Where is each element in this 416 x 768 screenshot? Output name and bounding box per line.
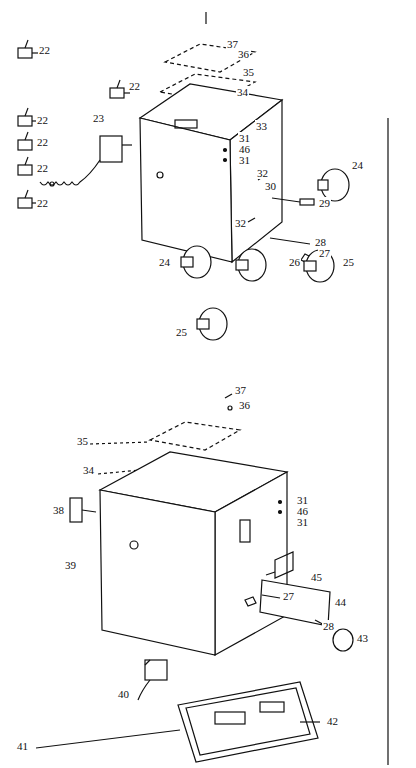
callout-number: 34 (236, 86, 249, 98)
callout-number: 25 (342, 256, 355, 268)
callout-number: 27 (282, 590, 295, 602)
callout-number: 31 (238, 154, 251, 166)
lower-housing (100, 452, 287, 655)
callout-number: 31 (296, 516, 309, 528)
tick-mark (205, 12, 206, 24)
front-parts (245, 552, 330, 628)
callout-number: 22 (36, 136, 49, 148)
callout-number: 22 (36, 162, 49, 174)
name-plate (36, 682, 320, 762)
callout-number: 34 (82, 464, 95, 476)
callout-number: 25 (175, 326, 188, 338)
callout-number: 22 (36, 114, 49, 126)
callout-number: 43 (356, 632, 369, 644)
callout-number: 30 (264, 180, 277, 192)
callout-number: 42 (326, 715, 339, 727)
callout-number: 22 (36, 197, 49, 209)
switch-part (70, 498, 96, 522)
callout-number: 41 (16, 740, 29, 752)
callout-number: 32 (234, 217, 247, 229)
callout-number: 38 (52, 504, 65, 516)
toggle-switches (18, 40, 130, 208)
callout-number: 39 (64, 559, 77, 571)
receptacle-part (138, 660, 167, 700)
callout-number: 35 (242, 66, 255, 78)
callout-number: 27 (318, 247, 331, 259)
callout-number: 23 (92, 112, 105, 124)
callout-number: 33 (255, 120, 268, 132)
callout-number: 35 (76, 435, 89, 447)
frame-line (387, 118, 388, 765)
callout-number: 26 (288, 256, 301, 268)
callout-number: 24 (351, 159, 364, 171)
upper-housing (140, 84, 282, 262)
callout-number: 37 (234, 384, 247, 396)
callout-number: 32 (256, 167, 269, 179)
callout-number: 22 (128, 80, 141, 92)
relay-part (40, 136, 132, 186)
callout-number: 24 (158, 256, 171, 268)
callout-number: 44 (334, 596, 347, 608)
callout-number: 36 (237, 48, 250, 60)
callout-number: 28 (322, 620, 335, 632)
callout-number: 22 (38, 44, 51, 56)
callout-number: 40 (117, 688, 130, 700)
callout-number: 29 (318, 197, 331, 209)
callout-number: 45 (310, 571, 323, 583)
top-panel (150, 422, 240, 450)
callout-number: 36 (238, 399, 251, 411)
